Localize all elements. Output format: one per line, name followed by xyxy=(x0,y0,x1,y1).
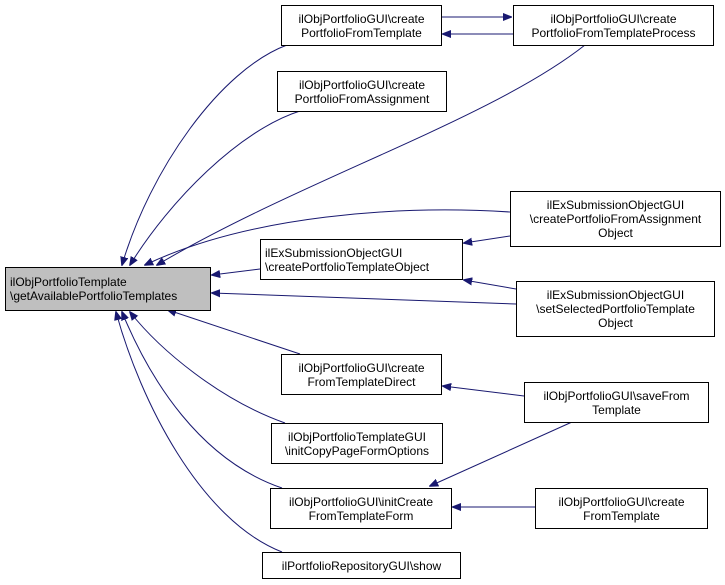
edge-cpftp-to-root xyxy=(157,44,586,265)
node-create-from-template[interactable]: ilObjPortfolioGUI\create FromTemplate xyxy=(535,488,708,529)
edge-exsspto-to-excpto xyxy=(464,280,517,290)
edge-excpfao-to-excpto xyxy=(464,235,511,243)
node-init-copy-page-form-options[interactable]: ilObjPortfolioTemplateGUI \initCopyPageF… xyxy=(271,423,443,464)
node-init-create-from-template-form[interactable]: ilObjPortfolioGUI\initCreate FromTemplat… xyxy=(270,488,452,529)
edge-icpfo-to-root xyxy=(130,312,286,424)
edge-excpto-to-root xyxy=(212,268,261,275)
edge-cftd-to-root xyxy=(168,310,301,355)
edge-icftf-to-root xyxy=(122,312,283,489)
edge-excpfao-to-root xyxy=(145,209,511,265)
edge-cpfa-to-root xyxy=(130,110,301,265)
node-create-portfolio-from-template-process[interactable]: ilObjPortfolioGUI\create PortfolioFromTe… xyxy=(513,5,714,46)
node-save-from-template[interactable]: ilObjPortfolioGUI\saveFrom Template xyxy=(524,382,709,423)
node-create-portfolio-from-assignment[interactable]: ilObjPortfolioGUI\create PortfolioFromAs… xyxy=(277,71,447,112)
node-create-portfolio-template-object[interactable]: ilExSubmissionObjectGUI \createPortfolio… xyxy=(260,239,463,280)
node-create-portfolio-from-template[interactable]: ilObjPortfolioGUI\create PortfolioFromTe… xyxy=(281,5,442,46)
edge-show-to-root xyxy=(116,312,283,553)
node-create-portfolio-from-assignment-object[interactable]: ilExSubmissionObjectGUI \createPortfolio… xyxy=(510,191,721,247)
node-set-selected-portfolio-template-object[interactable]: ilExSubmissionObjectGUI \setSelectedPort… xyxy=(516,281,715,337)
node-create-from-template-direct[interactable]: ilObjPortfolioGUI\create FromTemplateDir… xyxy=(281,354,442,395)
edge-cpft-to-root xyxy=(122,44,288,265)
edge-sft-to-cftd xyxy=(443,386,525,397)
edge-sft-to-icftf xyxy=(430,421,573,486)
edge-exsspto-to-root xyxy=(212,293,517,305)
node-get-available-portfolio-templates[interactable]: ilObjPortfolioTemplate \getAvailablePort… xyxy=(5,267,211,311)
node-portfolio-repository-show[interactable]: ilPortfolioRepositoryGUI\show xyxy=(262,552,461,579)
